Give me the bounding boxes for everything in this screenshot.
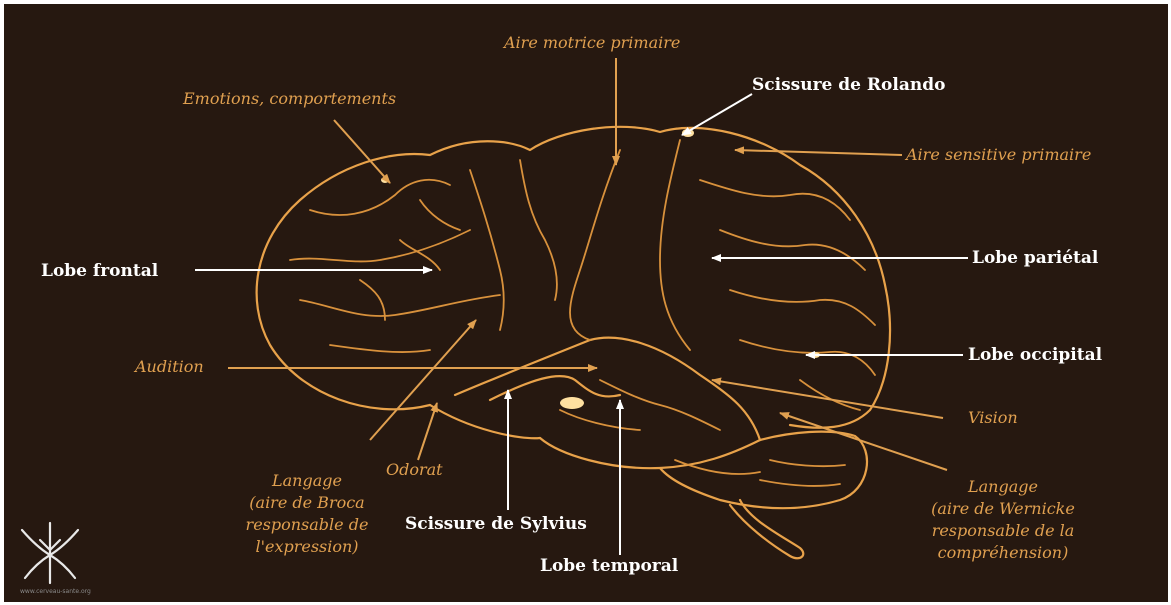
label-scissure-rolando: Scissure de Rolando xyxy=(752,75,945,95)
broca-line-1: Langage xyxy=(232,470,382,492)
arrow-aire-sensitive xyxy=(735,150,902,155)
wernicke-line-2: (aire de Wernicke xyxy=(918,498,1088,520)
label-scissure-sylvius: Scissure de Sylvius xyxy=(405,514,587,534)
label-aire-motrice: Aire motrice primaire xyxy=(504,33,680,52)
broca-line-3: responsable de xyxy=(232,514,382,536)
label-lobe-occipital: Lobe occipital xyxy=(968,345,1102,365)
label-lobe-temporal: Lobe temporal xyxy=(540,556,678,576)
wernicke-line-1: Langage xyxy=(918,476,1088,498)
label-lobe-frontal: Lobe frontal xyxy=(41,261,158,281)
label-emotions: Emotions, comportements xyxy=(183,89,396,108)
logo-url: www.cerveau-sante.org xyxy=(20,588,91,595)
arrow-odorat xyxy=(418,403,437,460)
label-audition: Audition xyxy=(135,357,204,376)
label-langage-broca: Langage (aire de Broca responsable de l'… xyxy=(232,470,382,558)
stylized-figure-logo-icon xyxy=(22,523,78,583)
arrow-vision xyxy=(712,380,943,418)
arrow-scissure-rolando xyxy=(682,94,752,135)
wernicke-line-3: responsable de la xyxy=(918,520,1088,542)
label-langage-wernicke: Langage (aire de Wernicke responsable de… xyxy=(918,476,1088,564)
label-vision: Vision xyxy=(968,408,1018,427)
arrow-wernicke xyxy=(780,413,947,470)
broca-line-2: (aire de Broca xyxy=(232,492,382,514)
label-odorat: Odorat xyxy=(386,460,443,479)
broca-line-4: l'expression) xyxy=(232,536,382,558)
arrow-emotions xyxy=(334,120,390,183)
arrow-broca xyxy=(370,320,476,440)
label-aire-sensitive: Aire sensitive primaire xyxy=(906,145,1091,164)
wernicke-line-4: compréhension) xyxy=(918,542,1088,564)
label-lobe-parietal: Lobe pariétal xyxy=(972,248,1098,268)
